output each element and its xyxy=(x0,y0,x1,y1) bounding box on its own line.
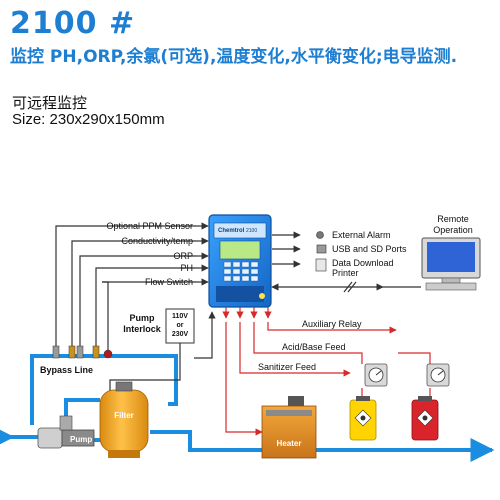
filter-label: Filter xyxy=(114,411,134,420)
sanitizer-feed-pump-icon xyxy=(364,363,388,387)
pump-interlock-label-2: Interlock xyxy=(123,324,162,334)
input-orp: ORP xyxy=(173,251,193,261)
controller-keypad xyxy=(223,261,259,282)
input-ph: PH xyxy=(180,263,193,273)
bypass-line-label: Bypass Line xyxy=(40,365,93,375)
controller-unit: Chemtrol 2100 xyxy=(208,214,272,308)
output-printer: Printer xyxy=(332,268,359,278)
pump-label: Pump xyxy=(70,435,92,444)
model-number: 2100 # xyxy=(10,6,136,41)
remote-monitoring-note: 可远程监控 xyxy=(12,94,88,112)
relay-sanitizer-feed: Sanitizer Feed xyxy=(258,362,316,372)
relay-acid-base-feed: Acid/Base Feed xyxy=(282,342,346,352)
controller-model-badge: 2100 xyxy=(246,228,257,234)
output-lines xyxy=(271,231,421,293)
size-spec: Size: 230x290x150mm xyxy=(12,111,165,128)
output-usb-sd: USB and SD Ports xyxy=(332,244,407,254)
filter-icon xyxy=(99,381,149,458)
output-external-alarm: External Alarm xyxy=(332,230,391,240)
sensor-input-lines xyxy=(102,225,197,283)
heater-icon xyxy=(261,396,317,459)
sanitizer-tank-icon xyxy=(349,396,377,441)
output-data-download: Data Download xyxy=(332,258,394,268)
acid-feed-pump-icon xyxy=(426,363,450,387)
acid-tank-icon xyxy=(411,396,439,441)
controller-screen xyxy=(219,240,261,260)
input-ppm-sensor: Optional PPM Sensor xyxy=(106,221,193,231)
remote-label-1: Remote xyxy=(437,214,469,224)
controller-brand: Chemtrol xyxy=(218,228,245,234)
heater-label: Heater xyxy=(277,439,302,448)
voltage-label-2: or xyxy=(177,322,184,329)
relay-auxiliary: Auxiliary Relay xyxy=(302,319,362,329)
alarm-icon xyxy=(316,231,324,239)
input-flow-switch: Flow Switch xyxy=(145,277,193,287)
input-conductivity-temp: Conductivity/temp xyxy=(121,236,193,246)
pump-interlock-label-1: Pump xyxy=(129,313,155,323)
pump-icon xyxy=(37,415,95,449)
voltage-label-3: 230V xyxy=(172,331,189,338)
bypass-sensors xyxy=(52,345,113,359)
headline: 监控 PH,ORP,余氯(可选),温度变化,水平衡变化;电导监测. xyxy=(10,47,458,67)
remote-label-2: Operation xyxy=(433,225,473,235)
printer-icon xyxy=(315,258,327,272)
usb-port-icon xyxy=(316,244,327,254)
voltage-label-1: 110V xyxy=(172,313,188,320)
computer-icon xyxy=(421,237,481,291)
water-pipes xyxy=(8,354,495,462)
interlock-lines xyxy=(109,311,216,395)
